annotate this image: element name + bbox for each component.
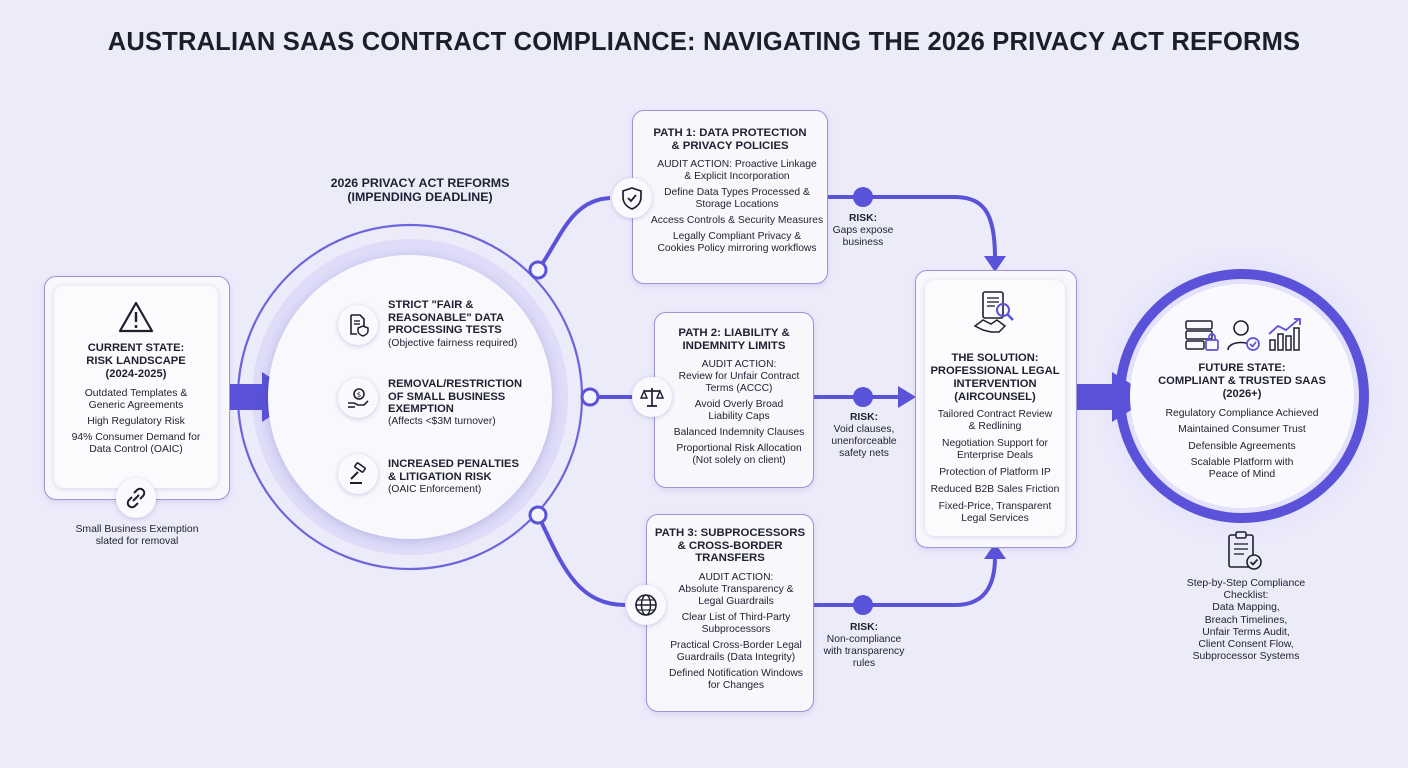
path-1-title: PATH 1: DATA PROTECTION & PRIVACY POLICI…: [653, 127, 807, 152]
risk-node-1: [853, 187, 873, 207]
path-1-risk-text: Gaps expose business: [832, 225, 894, 248]
arrowhead-risk-3: [984, 543, 1006, 559]
path-2-risk: RISK: Void clauses, unenforceable safety…: [826, 412, 902, 460]
future-item-1: Regulatory Compliance Achieved: [1165, 408, 1319, 419]
checklist-text: Step-by-Step Compliance Checklist: Data …: [1186, 578, 1306, 663]
solution-item-1: Tailored Contract Review & Redlining: [937, 409, 1053, 432]
reforms-inner-circle: [268, 255, 552, 539]
path-2-item-2: Balanced Indemnity Clauses: [673, 427, 805, 439]
path-2-item-3: Proportional Risk Allocation (Not solely…: [676, 443, 802, 467]
future-item-4: Scalable Platform with Peace of Mind: [1190, 457, 1294, 481]
current-state-item-3: 94% Consumer Demand for Data Control (OA…: [71, 432, 201, 456]
path-1-audit: AUDIT ACTION: Proactive Linkage & Explic…: [657, 159, 817, 183]
scales-icon: [632, 377, 672, 417]
path-2-card: PATH 2: LIABILITY & INDEMNITY LIMITS AUD…: [654, 312, 814, 488]
path-2-risk-text: Void clauses, unenforceable safety nets: [831, 424, 897, 459]
warning-icon: [118, 300, 154, 339]
path-1-card: PATH 1: DATA PROTECTION & PRIVACY POLICI…: [632, 110, 828, 284]
shield-check-icon: [612, 178, 652, 218]
path-2-risk-label: RISK:: [849, 412, 879, 423]
arrowhead-risk-2: [898, 386, 916, 408]
reform-item-1-sub: (Objective fairness required): [388, 338, 518, 349]
current-state-item-1: Outdated Templates & Generic Agreements: [84, 388, 188, 412]
solution-item-3: Protection of Platform IP: [939, 467, 1051, 478]
reform-item-2-sub: (Affects <$3M turnover): [388, 416, 496, 427]
path-1-risk-label: RISK:: [848, 213, 878, 224]
solution-items: Tailored Contract Review & Redlining Neg…: [925, 404, 1065, 525]
globe-icon: [626, 585, 666, 625]
risk-node-3: [853, 595, 873, 615]
path-1-item-2: Access Controls & Security Measures: [650, 215, 824, 227]
connector-path-3: [536, 514, 626, 607]
current-state-note: Small Business Exemption slated for remo…: [75, 524, 199, 548]
path-1-item-1: Define Data Types Processed & Storage Lo…: [664, 187, 810, 211]
node-path-2: [580, 387, 600, 407]
future-item-3: Defensible Agreements: [1188, 441, 1296, 452]
reform-item-3-sub: (OAIC Enforcement): [388, 484, 482, 495]
server-lock-icon: [1184, 318, 1220, 357]
path-3-card: PATH 3: SUBPROCESSORS & CROSS-BORDER TRA…: [646, 514, 814, 712]
path-2-item-1: Avoid Overly Broad Liability Caps: [694, 399, 784, 423]
path-2-audit: AUDIT ACTION: Review for Unfair Contract…: [678, 359, 800, 395]
reforms-heading: 2026 PRIVACY ACT REFORMS (IMPENDING DEAD…: [330, 176, 510, 204]
node-path-1: [528, 260, 548, 280]
solution-item-2: Negotiation Support for Enterprise Deals: [942, 438, 1048, 461]
path-1-risk: RISK: Gaps expose business: [826, 213, 900, 249]
clipboard-check-icon: [1226, 530, 1264, 577]
path-3-risk: RISK: Non-compliance with transparency r…: [818, 622, 910, 670]
solution-title: THE SOLUTION: PROFESSIONAL LEGAL INTERVE…: [930, 352, 1060, 403]
solution-item-5: Fixed-Price, Transparent Legal Services: [938, 501, 1052, 524]
node-path-3: [528, 505, 548, 525]
reform-item-3-title: INCREASED PENALTIES & LITIGATION RISK: [388, 458, 519, 483]
solution-panel: THE SOLUTION: PROFESSIONAL LEGAL INTERVE…: [925, 280, 1065, 536]
risk-node-2: [853, 387, 873, 407]
path-3-item-2: Practical Cross-Border Legal Guardrails …: [670, 639, 802, 663]
money-hand-icon: $: [338, 378, 378, 418]
future-title: FUTURE STATE: COMPLIANT & TRUSTED SAAS (…: [1158, 362, 1326, 400]
current-state-title: CURRENT STATE: RISK LANDSCAPE (2024-2025…: [86, 342, 186, 380]
connector-risk-3: [813, 556, 997, 607]
broken-link-icon: [116, 478, 156, 518]
current-state-item-2: High Regulatory Risk: [87, 416, 185, 427]
contract-handshake-icon: [973, 290, 1019, 341]
arrowhead-risk-1: [984, 256, 1006, 272]
current-state-panel: CURRENT STATE: RISK LANDSCAPE (2024-2025…: [54, 286, 218, 488]
path-3-audit: AUDIT ACTION: Absolute Transparency & Le…: [678, 571, 794, 607]
path-3-title: PATH 3: SUBPROCESSORS & CROSS-BORDER TRA…: [654, 527, 806, 565]
connector-risk-1: [827, 195, 997, 259]
page-title: AUSTRALIAN SAAS CONTRACT COMPLIANCE: NAV…: [107, 28, 1301, 56]
path-3-item-3: Defined Notification Windows for Changes: [669, 667, 803, 691]
future-item-2: Maintained Consumer Trust: [1178, 424, 1306, 435]
connector-path-1: [536, 196, 611, 272]
document-shield-icon: [338, 305, 378, 345]
path-2-title: PATH 2: LIABILITY & INDEMNITY LIMITS: [678, 327, 790, 352]
user-check-icon: [1226, 318, 1262, 357]
reform-item-1-title: STRICT "FAIR & REASONABLE" DATA PROCESSI…: [388, 299, 505, 337]
path-3-risk-text: Non-compliance with transparency rules: [823, 634, 905, 669]
reform-item-2-title: REMOVAL/RESTRICTION OF SMALL BUSINESS EX…: [388, 378, 523, 416]
svg-text:$: $: [357, 391, 361, 399]
gavel-icon: [338, 454, 378, 494]
path-3-item-1: Clear List of Third-Party Subprocessors: [681, 611, 791, 635]
solution-item-4: Reduced B2B Sales Friction: [930, 484, 1060, 495]
growth-chart-icon: [1266, 316, 1304, 357]
path-1-item-3: Legally Compliant Privacy & Cookies Poli…: [657, 231, 817, 255]
path-3-risk-label: RISK:: [849, 622, 879, 633]
